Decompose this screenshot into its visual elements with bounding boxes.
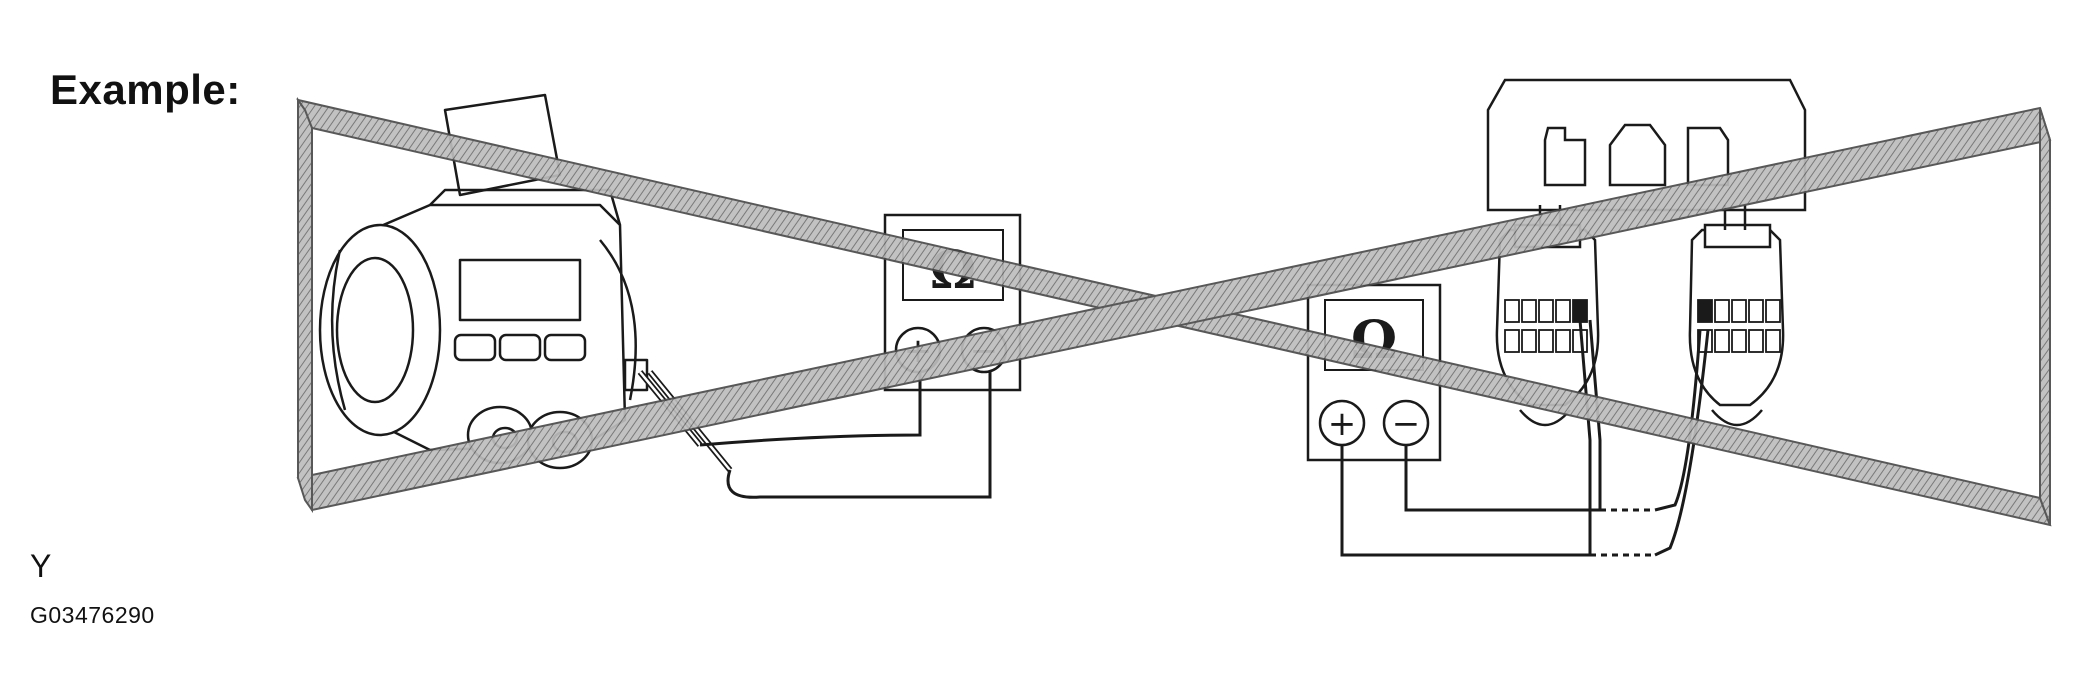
lead-wire-left-1	[699, 372, 922, 447]
meter-plus-right: +	[1328, 404, 1357, 444]
lead-wire-right-3	[1654, 329, 1702, 512]
connector-right	[1688, 223, 1785, 427]
figure-code: G03476290	[30, 602, 155, 628]
example-label: Example:	[50, 66, 241, 113]
cross-out-mark-large	[296, 96, 2052, 527]
lead-wire-right-4	[1654, 329, 1710, 557]
corner-letter: Y	[30, 548, 52, 584]
meter-minus-right: −	[1392, 404, 1421, 444]
lead-wire-left-2	[726, 372, 992, 499]
